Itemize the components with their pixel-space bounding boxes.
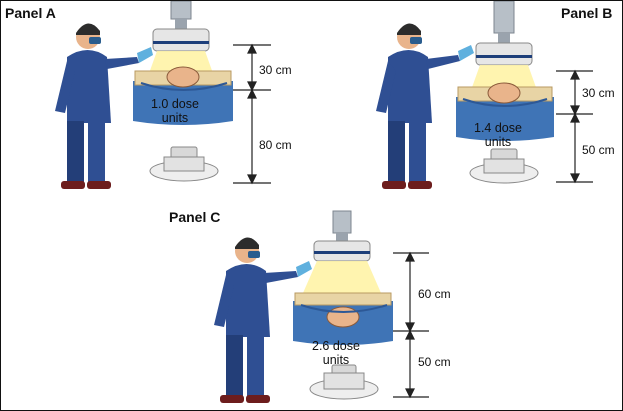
- panel-a-dose-value: 1.0 dose: [151, 97, 199, 111]
- panel-c-dose-label: 2.6 dose units: [312, 339, 360, 367]
- panel-b-dose-label: 1.4 dose units: [474, 121, 522, 149]
- panel-a-dose-label: 1.0 dose units: [151, 97, 199, 125]
- panel-c-dose-value: 2.6 dose: [312, 339, 360, 353]
- x-ray-tube: [149, 146, 219, 182]
- patient-on-table: [456, 82, 554, 141]
- panel-b-title: Panel B: [561, 5, 613, 21]
- patient-on-table: [293, 292, 393, 345]
- panel-a-dimension: [233, 43, 271, 185]
- panel-c-lower-distance: 50 cm: [418, 355, 451, 369]
- panel-b-dimension: [556, 69, 593, 184]
- image-detector: [313, 210, 371, 262]
- panel-c-dimension: [393, 251, 429, 399]
- panel-a-dose-unit: units: [161, 111, 189, 125]
- x-ray-tube: [469, 148, 539, 184]
- panel-b-dose-unit: units: [484, 135, 512, 149]
- panel-b-dose-value: 1.4 dose: [474, 121, 522, 135]
- panel-a-title: Panel A: [5, 5, 56, 21]
- panel-b-upper-distance: 30 cm: [582, 86, 615, 100]
- image-detector: [152, 1, 210, 52]
- x-ray-beam: [303, 261, 381, 293]
- panel-b-lower-distance: 50 cm: [582, 143, 615, 157]
- panel-c-dose-unit: units: [322, 353, 350, 367]
- operator-figure: [376, 23, 474, 189]
- x-ray-beam: [470, 65, 538, 93]
- operator-figure: [55, 23, 153, 189]
- panel-c-title: Panel C: [169, 209, 221, 225]
- x-ray-tube: [309, 364, 379, 400]
- panel-c-upper-distance: 60 cm: [418, 287, 451, 301]
- panel-a-lower-distance: 80 cm: [259, 138, 292, 152]
- operator-figure: [214, 237, 312, 403]
- patient-on-table: [133, 66, 233, 125]
- panel-a-upper-distance: 30 cm: [259, 63, 292, 77]
